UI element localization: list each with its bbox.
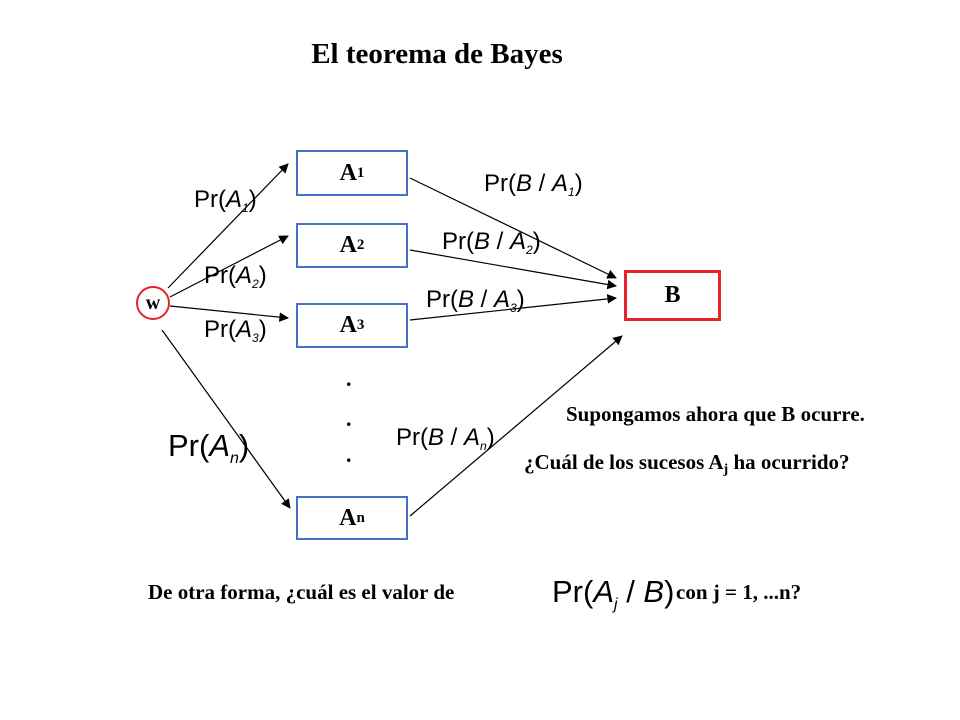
target-node-b: B: [624, 270, 721, 321]
event-node-subscript: n: [356, 509, 365, 526]
question-text: ha ocurrido?: [728, 450, 850, 474]
formula-text: Pr(: [442, 228, 474, 255]
edge-w-a2: [169, 235, 289, 298]
formula-text: ): [258, 316, 267, 343]
prior-label-a3: Pr(A3): [204, 316, 267, 345]
formula-var: B: [643, 574, 665, 609]
formula-var: B: [516, 170, 533, 197]
formula-text: /: [490, 228, 511, 255]
formula-sub: 3: [252, 331, 259, 345]
question-which-event: ¿Cuál de los sucesos Aj ha ocurrido?: [524, 452, 850, 477]
edge-w-an: [161, 329, 291, 509]
ellipsis-dot: .: [346, 366, 352, 391]
formula-sub: n: [480, 439, 487, 453]
formula-text: Pr(: [194, 186, 226, 213]
formula-text: ): [532, 228, 541, 255]
question-posterior-suffix: con j = 1, ...n?: [676, 580, 802, 604]
edge-a1-b: [409, 177, 617, 279]
formula-text: ): [516, 286, 525, 313]
formula-text: ): [248, 186, 257, 213]
likelihood-label-a2: Pr(B / A2): [442, 228, 541, 257]
formula-text: /: [474, 286, 495, 313]
prior-label-a2: Pr(A2): [204, 262, 267, 291]
prior-label-a1: Pr(A1): [194, 186, 257, 215]
formula-var: B: [428, 424, 445, 451]
formula-text: /: [444, 424, 465, 451]
formula-text: Pr(: [426, 286, 458, 313]
event-node-subscript: 3: [356, 317, 365, 333]
formula-text: Pr(: [204, 316, 236, 343]
formula-text: /: [532, 170, 553, 197]
formula-var: A: [552, 170, 569, 197]
likelihood-label-a1: Pr(B / A1): [484, 170, 583, 199]
edge-a3-b: [409, 294, 617, 321]
likelihood-label-an: Pr(B / An): [396, 424, 495, 453]
formula-sub: 1: [242, 201, 249, 215]
formula-var: A: [209, 428, 231, 463]
formula-text: ): [258, 262, 267, 289]
formula-sub: n: [230, 450, 239, 467]
event-node-label: A: [339, 504, 357, 531]
ellipsis-dot: .: [346, 442, 352, 467]
question-text: ¿Cuál de los sucesos A: [524, 450, 724, 474]
prior-label-an: Pr(An): [168, 430, 249, 467]
question-subscript: j: [723, 462, 729, 477]
formula-var: A: [236, 262, 253, 289]
formula-var: A: [464, 424, 481, 451]
formula-text: Pr(: [204, 262, 236, 289]
formula-text: ): [486, 424, 495, 451]
formula-text: Pr(: [552, 574, 594, 609]
edge-an-b: [409, 335, 623, 517]
root-node-w: w: [136, 286, 170, 320]
formula-text: ): [664, 574, 675, 609]
event-node-subscript: 1: [356, 164, 365, 181]
formula-text: /: [617, 574, 644, 609]
formula-var: A: [236, 316, 253, 343]
posterior-formula: Pr(Aj / B): [552, 576, 674, 613]
likelihood-label-a3: Pr(B / A3): [426, 286, 525, 315]
event-node-label: A: [339, 312, 357, 338]
formula-sub: j: [614, 596, 618, 613]
formula-var: A: [593, 574, 615, 609]
formula-var: B: [458, 286, 475, 313]
formula-text: Pr(: [168, 428, 210, 463]
edge-a2-b: [409, 249, 617, 290]
formula-text: ): [238, 428, 250, 463]
formula-sub: 3: [510, 301, 517, 315]
question-posterior-prefix: De otra forma, ¿cuál es el valor de: [148, 580, 455, 604]
formula-sub: 2: [252, 277, 259, 291]
formula-text: Pr(: [396, 424, 428, 451]
event-node-subscript: 2: [356, 237, 365, 253]
formula-var: A: [226, 186, 243, 213]
event-node-label: A: [339, 159, 357, 186]
formula-text: ): [574, 170, 583, 197]
formula-var: A: [494, 286, 511, 313]
page-title: El teorema de Bayes: [311, 38, 563, 70]
formula-sub: 2: [526, 243, 533, 257]
ellipsis-dot: .: [346, 406, 352, 431]
edge-w-a3: [169, 305, 289, 322]
formula-sub: 1: [568, 185, 575, 199]
formula-var: A: [510, 228, 527, 255]
statement-b-occurs: Supongamos ahora que B ocurre.: [566, 402, 865, 426]
edge-w-a1: [167, 163, 289, 289]
formula-text: Pr(: [484, 170, 516, 197]
event-node-label: A: [339, 232, 357, 258]
formula-var: B: [474, 228, 491, 255]
